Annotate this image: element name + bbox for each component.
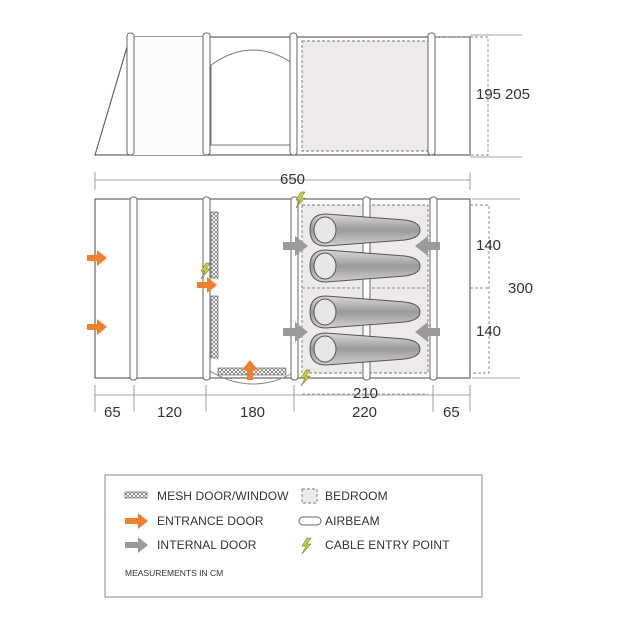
legend-bedroom-icon [301,488,318,504]
entrance-arrow-left-top [87,250,107,266]
side-panel-1 [132,37,206,155]
legend-bedroom-label: BEDROOM [325,489,388,503]
legend-internal-label: INTERNAL DOOR [157,538,257,552]
legend-box [104,474,483,598]
porch-arc [207,369,299,385]
floor-width-dim [472,198,520,379]
legend-mesh-label: MESH DOOR/WINDOW [157,489,289,503]
side-height-dim [470,34,522,158]
sleeping-bag-2 [309,249,421,283]
internal-door-arrows [283,236,440,342]
segment-dimension-lines [94,385,471,412]
legend-entrance-icon [125,513,148,529]
entrance-arrow-porch-side [197,277,217,293]
dim-segment-2: 120 [157,404,183,421]
length-dimension [94,172,471,190]
dim-height-outer: 205 [505,86,531,103]
dim-total-length: 650 [280,171,306,188]
legend-airbeam-label: AIRBEAM [325,514,380,528]
dim-segment-4: 220 [352,404,378,421]
internal-arrow-left-top [283,236,308,256]
legend-mesh-icon [124,491,148,499]
sleeping-bags [309,213,421,366]
internal-arrow-right-top [415,236,440,256]
mesh-window-upper [210,211,219,279]
cable-icon-top [295,191,306,209]
dim-height-inner: 195 [476,86,502,103]
mesh-window-lower [210,295,219,359]
dim-bedroom-length: 210 [353,385,379,402]
cable-entry-icons [200,191,311,387]
side-bedroom-window [301,40,429,152]
legend-cable-icon [301,537,312,555]
sleeping-bag-4 [309,332,421,366]
dim-total-width: 300 [508,280,534,297]
internal-arrow-right-bottom [415,322,440,342]
dim-segment-1: 65 [104,404,121,421]
internal-arrow-left-bottom [283,322,308,342]
dim-bedroom-width-top: 140 [476,237,502,254]
dim-segment-3: 180 [240,404,266,421]
cable-icon-porch [200,262,211,280]
floor-plan [94,196,520,385]
dim-segment-5: 65 [443,404,460,421]
entrance-arrow-porch-front [242,360,258,380]
legend-measurement-note: MEASUREMENTS IN CM [125,568,224,578]
sleeping-bag-3 [309,295,421,329]
floor-outer-dashed [470,204,490,374]
legend-cable-label: CABLE ENTRY POINT [325,538,450,552]
dim-bedroom-width-bottom: 140 [476,323,502,340]
entrance-arrow-left-bottom [87,319,107,335]
side-elevation [94,32,522,158]
side-door-arch [210,49,296,146]
side-outer-dashed [435,36,489,156]
cable-icon-bottom [300,369,311,387]
legend-internal-icon [125,537,148,553]
entrance-arrows [87,250,258,380]
legend-airbeam-icon [298,516,322,526]
legend-entrance-label: ENTRANCE DOOR [157,514,264,528]
sleeping-bag-1 [309,213,421,247]
side-airbeams [126,32,436,156]
